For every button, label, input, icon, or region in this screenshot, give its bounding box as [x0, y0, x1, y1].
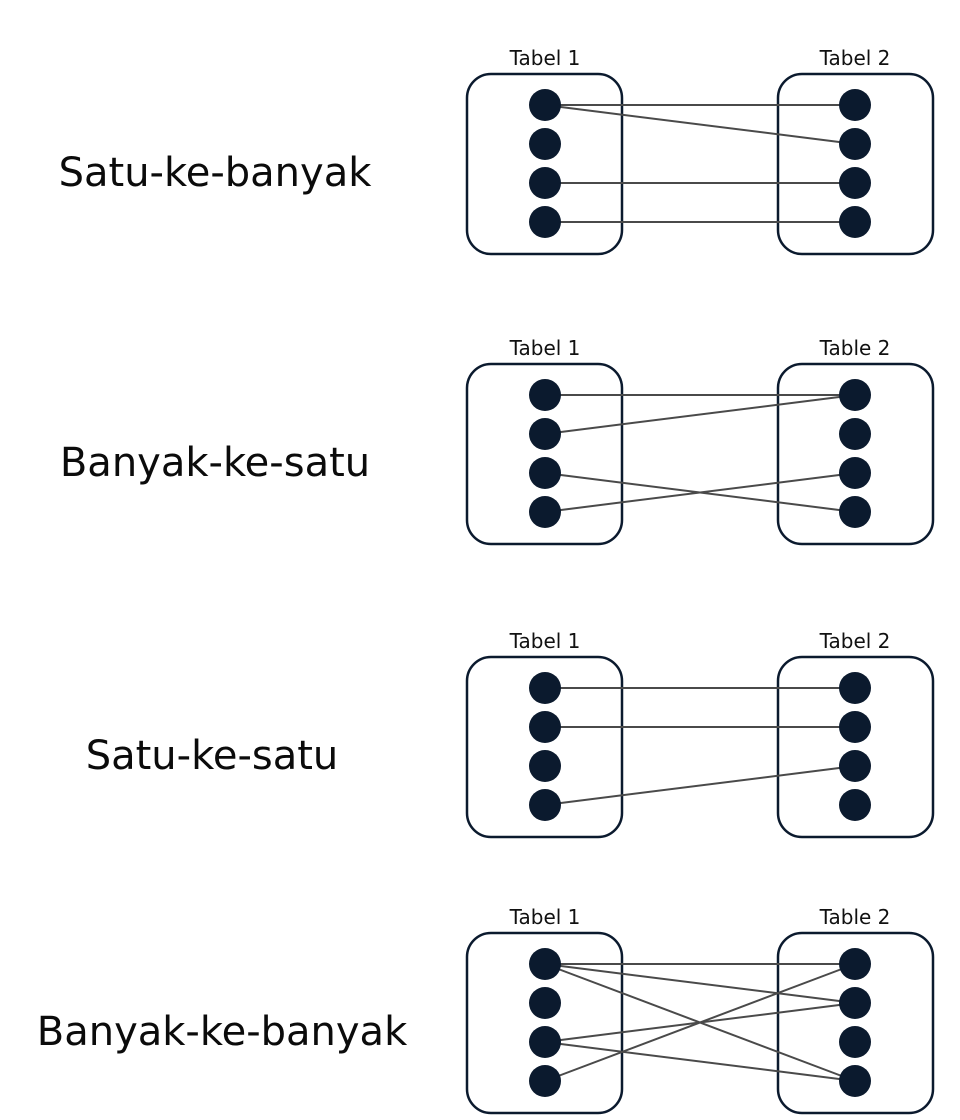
right-record-dot	[839, 711, 871, 743]
right-table-label: Tabel 2	[819, 46, 891, 70]
left-record-dot	[529, 1026, 561, 1058]
left-table-label: Tabel 1	[509, 629, 581, 653]
left-table-box	[465, 362, 624, 546]
connection-line	[544, 765, 856, 806]
left-record-dot	[529, 987, 561, 1019]
left-record-dot	[529, 89, 561, 121]
left-record-dot	[529, 711, 561, 743]
right-record-dot	[839, 379, 871, 411]
left-record-dot	[529, 948, 561, 980]
right-table-box	[776, 931, 935, 1115]
left-table-box	[465, 655, 624, 839]
left-record-dot	[529, 457, 561, 489]
left-record-dot	[529, 418, 561, 450]
left-record-dot	[529, 379, 561, 411]
right-record-dot	[839, 89, 871, 121]
right-table-box	[776, 72, 935, 256]
right-record-dot	[839, 948, 871, 980]
right-table-label: Table 2	[819, 336, 891, 360]
left-record-dot	[529, 672, 561, 704]
connection-line	[544, 963, 856, 1082]
section-2: Banyak-ke-satu Tabel 1 Table 2	[60, 336, 935, 546]
relationship-title: Banyak-ke-banyak	[37, 1009, 408, 1055]
left-table-label: Tabel 1	[509, 905, 581, 929]
relationship-title: Banyak-ke-satu	[60, 440, 370, 486]
right-record-dot	[839, 206, 871, 238]
section-4: Banyak-ke-banyak Tabel 1 Table 2	[37, 905, 935, 1115]
left-table-label: Tabel 1	[509, 46, 581, 70]
left-record-dot	[529, 167, 561, 199]
connection-line	[544, 104, 856, 145]
left-record-dot	[529, 1065, 561, 1097]
relationship-title: Satu-ke-banyak	[59, 150, 373, 196]
right-table-label: Tabel 2	[819, 629, 891, 653]
section-3: Satu-ke-satu Tabel 1 Tabel 2	[86, 629, 935, 839]
section-1: Satu-ke-banyak Tabel 1 Tabel 2	[59, 46, 935, 256]
connection-line	[544, 472, 856, 513]
left-table-box	[465, 72, 624, 256]
relationship-title: Satu-ke-satu	[86, 733, 339, 779]
right-record-dot	[839, 496, 871, 528]
right-record-dot	[839, 128, 871, 160]
right-table-box	[776, 655, 935, 839]
connection-line	[544, 963, 856, 1004]
right-record-dot	[839, 1065, 871, 1097]
right-table-box	[776, 362, 935, 546]
left-table-label: Tabel 1	[509, 336, 581, 360]
left-record-dot	[529, 128, 561, 160]
right-record-dot	[839, 987, 871, 1019]
left-record-dot	[529, 750, 561, 782]
left-record-dot	[529, 789, 561, 821]
right-record-dot	[839, 457, 871, 489]
left-table-box	[465, 931, 624, 1115]
right-record-dot	[839, 1026, 871, 1058]
connection-line	[544, 1041, 856, 1082]
right-record-dot	[839, 167, 871, 199]
right-record-dot	[839, 672, 871, 704]
right-table-label: Table 2	[819, 905, 891, 929]
right-record-dot	[839, 750, 871, 782]
left-record-dot	[529, 496, 561, 528]
connection-line	[544, 394, 856, 435]
right-record-dot	[839, 789, 871, 821]
left-record-dot	[529, 206, 561, 238]
right-record-dot	[839, 418, 871, 450]
